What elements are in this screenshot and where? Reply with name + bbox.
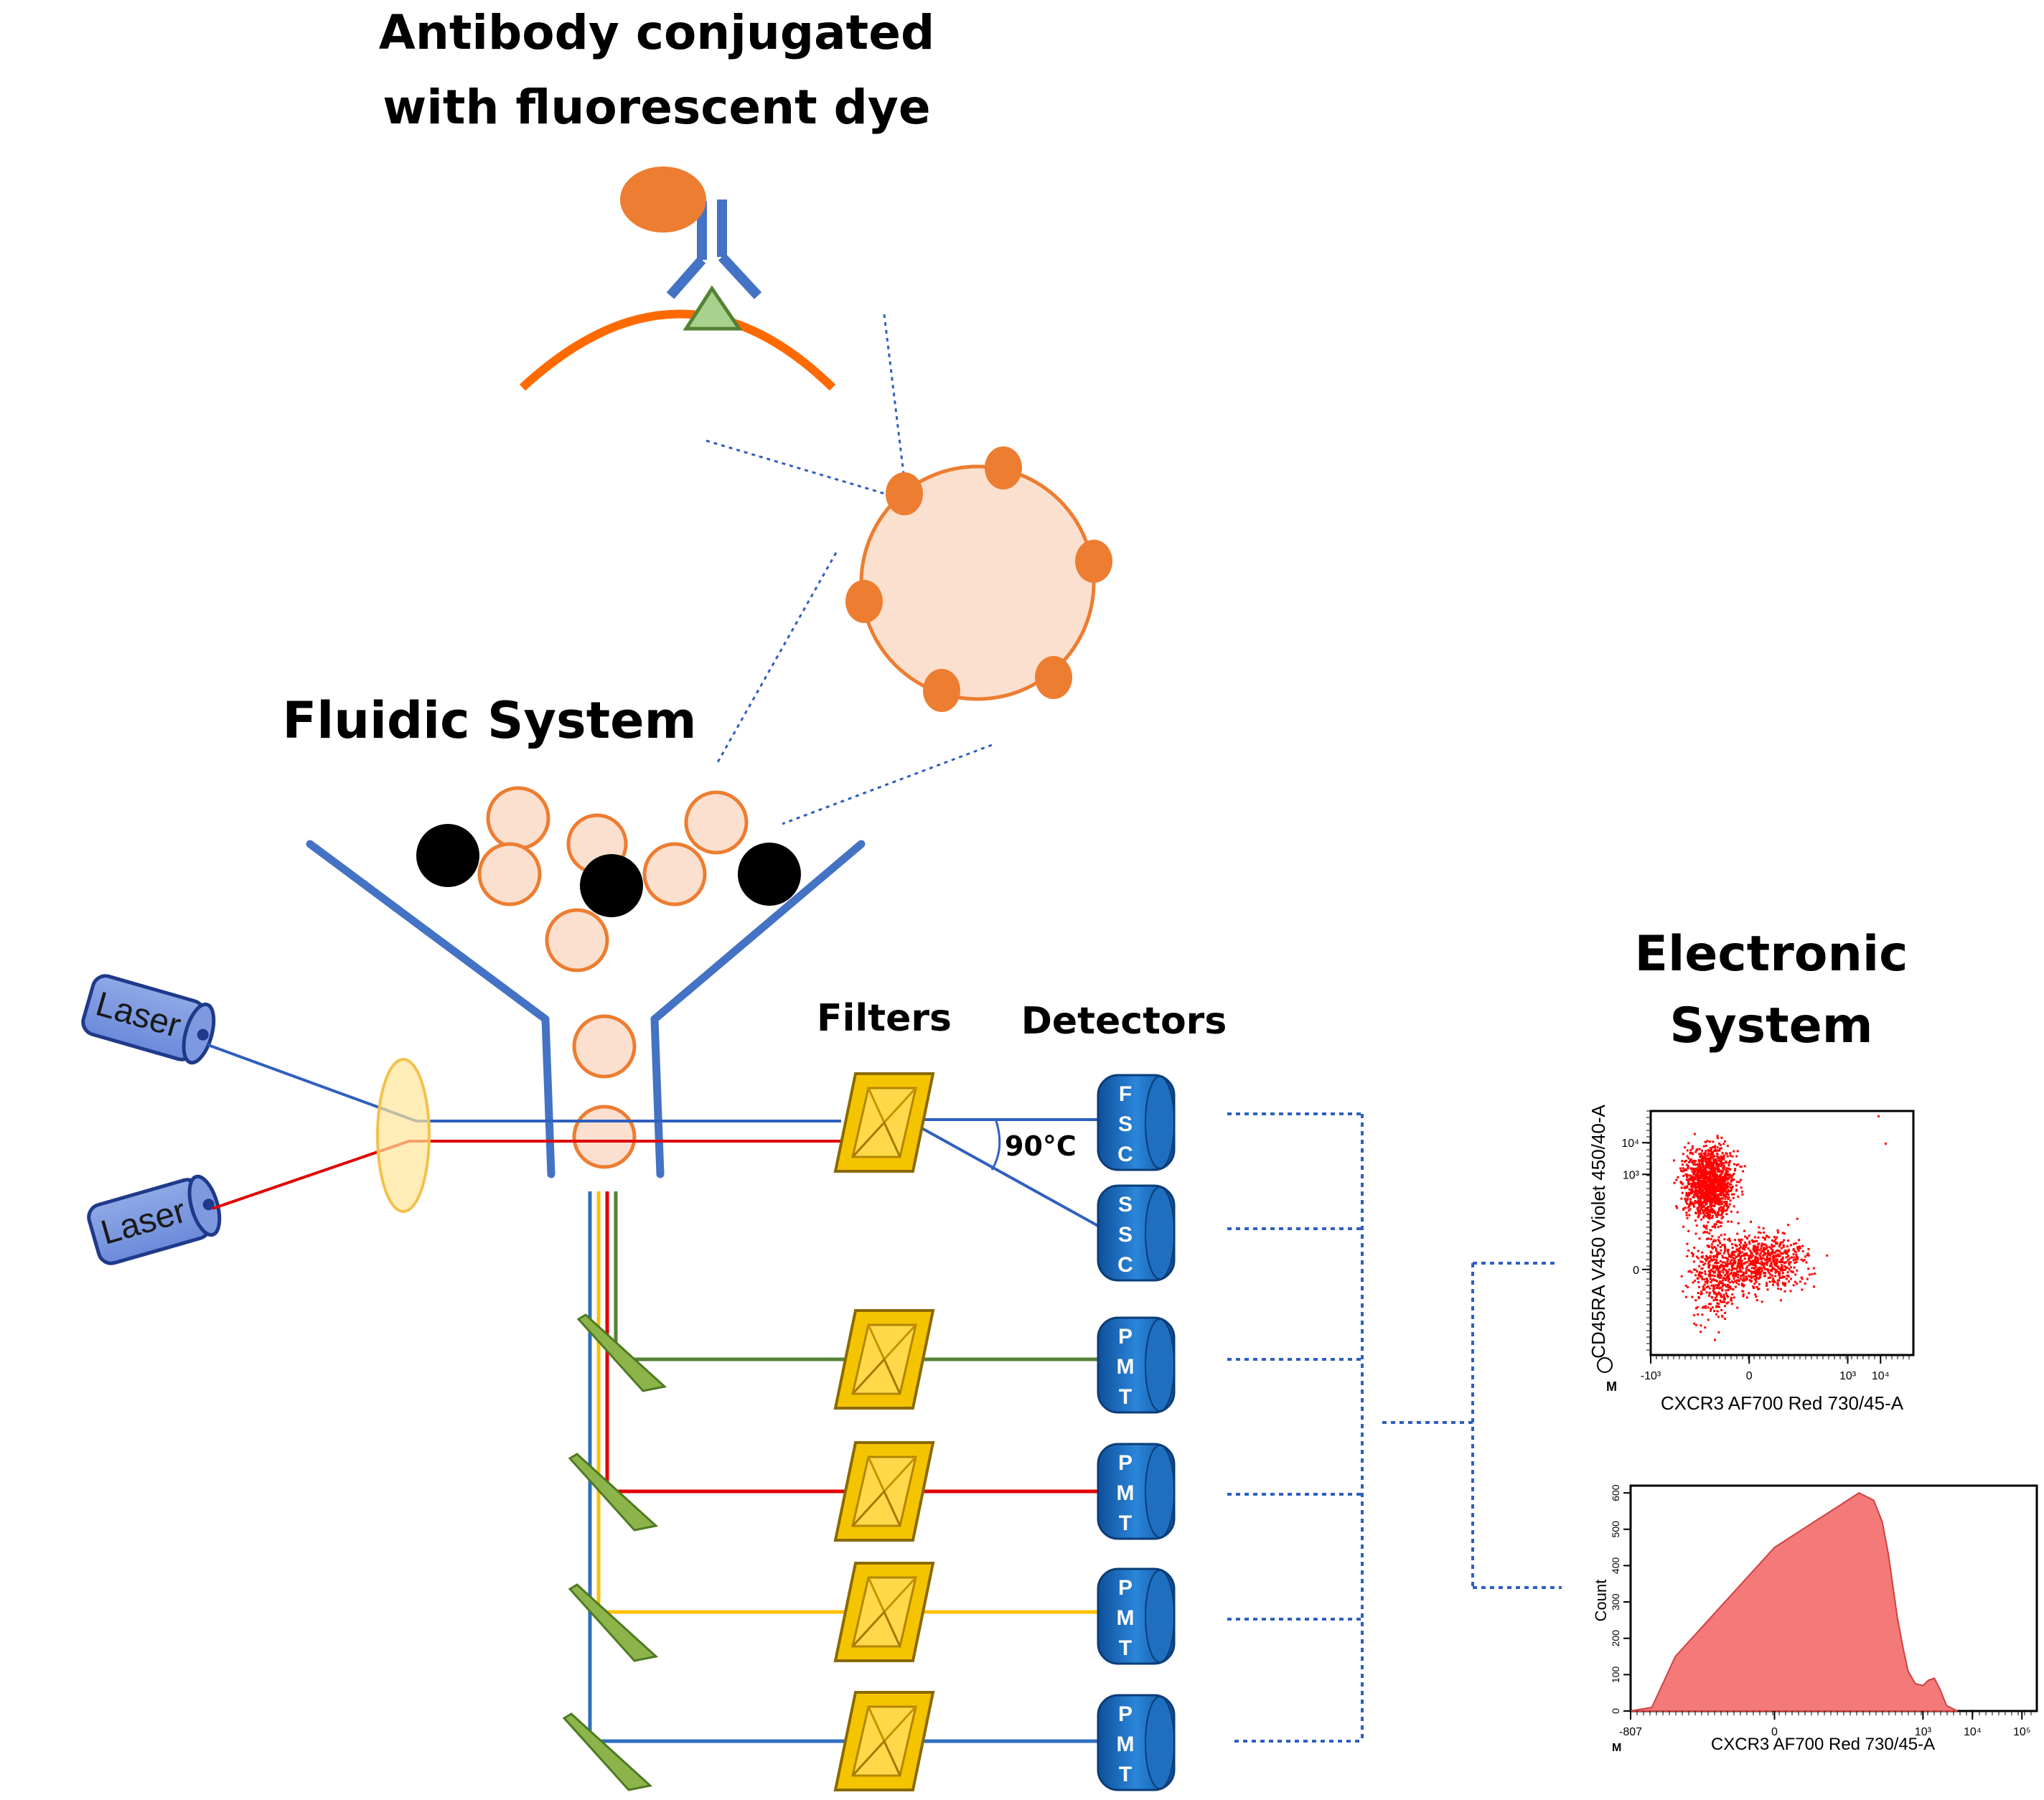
detector-3-letter-3: T <box>1119 1385 1132 1409</box>
histogram-y-tick: 400 <box>1610 1557 1621 1575</box>
labeled-cell <box>845 446 1112 712</box>
electronic-title-line2: System <box>1669 998 1872 1054</box>
fluidic-system-title: Fluidic System <box>282 691 696 750</box>
filter-3 <box>833 1441 935 1542</box>
detector-4-letter-1: P <box>1118 1451 1133 1475</box>
flow-funnel <box>306 840 866 1178</box>
histogram-xlabel: CXCR3 AF700 Red 730/45-A <box>1711 1735 1935 1754</box>
scatter-x-tick: 10⁴ <box>1872 1370 1890 1382</box>
antibody-title-line2: with fluorescent dye <box>383 80 930 135</box>
detector-2: SSC <box>1097 1184 1176 1282</box>
histogram-axis-ticks: -807 0 10³ 10⁴ 10⁵ 0 100 200 300 400 500 600 <box>1610 1484 2032 1738</box>
zoom-guide-lines <box>705 314 993 825</box>
laser-1: Laser <box>81 974 216 1065</box>
scatter-ylabel: CD45RA V450 Violet 450/40-A <box>1588 1105 1609 1359</box>
detector-2-letter-2: S <box>1118 1223 1133 1247</box>
histogram-x-tick: 10³ <box>1915 1726 1932 1738</box>
detector-2-letter-3: C <box>1117 1253 1133 1277</box>
detector-5-letter-1: P <box>1118 1576 1133 1600</box>
scatter-xlabel: CXCR3 AF700 Red 730/45-A <box>1661 1392 1904 1414</box>
scatter-corner-label: M <box>1606 1379 1617 1394</box>
histogram-x-tick: 10⁴ <box>1964 1726 1982 1738</box>
laser-2: Laser <box>87 1174 222 1265</box>
histogram-y-tick: 0 <box>1610 1708 1621 1714</box>
detector-3-letter-2: M <box>1117 1355 1135 1379</box>
histogram-area <box>1630 1491 1958 1712</box>
laser-beams <box>207 1044 841 1210</box>
filters-label: Filters <box>817 997 952 1040</box>
detector-5-letter-3: T <box>1119 1636 1132 1660</box>
histogram-ylabel: Count <box>1592 1580 1610 1622</box>
scatter-beams <box>911 1118 1099 1227</box>
detector-2-letter-1: S <box>1118 1193 1133 1217</box>
focusing-lens <box>376 1058 431 1213</box>
scatter-y-tick: 0 <box>1633 1265 1639 1277</box>
detector-1: FSC <box>1097 1074 1176 1171</box>
antigen-triangle <box>683 285 743 331</box>
dichroic-mirrors <box>562 1313 667 1791</box>
signal-wiring <box>1227 1112 1562 1743</box>
detector-4: PMT <box>1097 1443 1176 1540</box>
detector-1-letter-3: C <box>1117 1143 1133 1166</box>
electronic-title-line1: Electronic <box>1635 926 1908 983</box>
histogram-corner-label: M <box>1612 1742 1621 1754</box>
scatter-points <box>1673 1115 1887 1341</box>
detector-3: PMT <box>1097 1316 1176 1414</box>
histogram-y-tick: 100 <box>1610 1666 1621 1683</box>
scatter-plot: -10³ 0 10³ 10⁴ 0 10³ 10⁴ M CXCR3 AF700 Red 730… <box>1588 1105 1915 1414</box>
cell-dye-markers <box>845 446 1112 712</box>
detectors-label: Detectors <box>1021 1000 1227 1043</box>
histogram-x-tick: -807 <box>1619 1726 1642 1738</box>
antibody-title-line1: Antibody conjugated <box>379 5 934 60</box>
filter-4 <box>833 1562 935 1662</box>
filter-1 <box>833 1072 935 1173</box>
detector-6: PMT <box>1097 1694 1176 1791</box>
detector-6-letter-3: T <box>1119 1763 1132 1786</box>
scatter-x-tick: 0 <box>1746 1370 1753 1382</box>
detector-6-letter-2: M <box>1117 1733 1135 1756</box>
detector-3-letter-1: P <box>1118 1325 1133 1349</box>
histogram-y-tick: 200 <box>1610 1630 1621 1647</box>
filter-5 <box>833 1691 935 1791</box>
detector-5: PMT <box>1097 1567 1176 1665</box>
detector-1-letter-2: S <box>1118 1112 1133 1136</box>
histogram-y-tick: 600 <box>1610 1484 1621 1501</box>
fluidic-cells <box>416 786 801 1169</box>
antibody-y-shape <box>666 200 762 299</box>
detector-5-letter-2: M <box>1117 1606 1135 1630</box>
zoom-icon <box>1597 1357 1613 1373</box>
detector-4-letter-2: M <box>1117 1481 1135 1505</box>
detector-1-letter-1: F <box>1119 1082 1132 1106</box>
cell-membrane-arc <box>519 309 836 391</box>
histogram-x-tick: 10⁵ <box>2013 1726 2030 1738</box>
optical-filters <box>833 1072 935 1791</box>
detector-6-letter-1: P <box>1118 1702 1133 1726</box>
histogram-x-tick: 0 <box>1771 1726 1778 1738</box>
antibody-title: Antibody conjugated with fluorescent dye <box>379 5 934 135</box>
scatter-y-tick: 10⁴ <box>1621 1138 1639 1150</box>
scatter-angle-label: 90°C <box>1005 1130 1077 1162</box>
antibody-illustration <box>519 167 836 391</box>
histogram-y-tick: 500 <box>1610 1521 1621 1538</box>
scatter-x-tick: 10³ <box>1839 1370 1857 1382</box>
filter-2 <box>833 1309 935 1410</box>
fluorescent-dye-blob <box>620 167 706 233</box>
scatter-x-tick: -10³ <box>1641 1370 1661 1382</box>
electronic-system-title: Electronic System <box>1635 926 1908 1054</box>
histogram-y-tick: 300 <box>1610 1593 1621 1611</box>
detector-4-letter-3: T <box>1119 1511 1132 1535</box>
histogram-plot: -807 0 10³ 10⁴ 10⁵ 0 100 200 300 400 500 600 M CXCR… <box>1592 1484 2038 1754</box>
scatter-y-tick: 10³ <box>1623 1169 1640 1181</box>
scatter-axis-ticks: -10³ 0 10³ 10⁴ 0 10³ 10⁴ <box>1621 1110 1910 1382</box>
